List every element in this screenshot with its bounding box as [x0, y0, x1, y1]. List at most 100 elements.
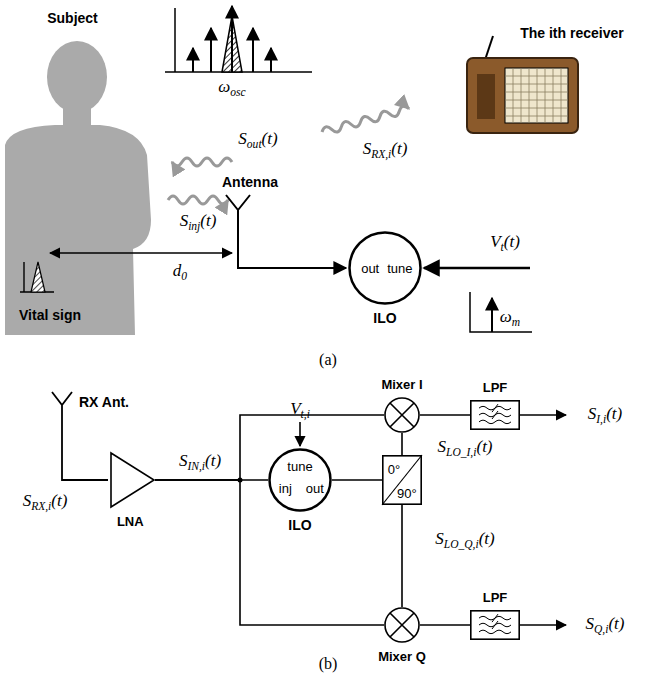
wave-injected — [168, 196, 228, 204]
tri-outline — [110, 452, 155, 508]
filter-slash — [492, 404, 498, 412]
signal-name: SQ,i(t) — [586, 614, 625, 633]
subscript: t,i — [301, 408, 310, 421]
wave-out — [172, 158, 232, 166]
label-holder: ωm — [500, 307, 520, 329]
label-holder: (a) — [319, 351, 337, 369]
symbol: S — [179, 451, 188, 470]
argument: (t) — [606, 404, 622, 423]
signal-wire — [155, 479, 268, 481]
node-label: LPF — [483, 380, 508, 395]
node-label: 90° — [397, 486, 417, 501]
lpf-outline — [470, 610, 520, 640]
mixer-circle — [385, 608, 419, 642]
label-holder: d0 — [173, 261, 187, 283]
signal-name: SLO_Q,i(t) — [435, 529, 495, 548]
text-holder: Mixer I — [381, 375, 422, 393]
label-holder: Sout(t) — [238, 129, 277, 151]
panel-label: (b) — [319, 655, 338, 672]
text-holder: out — [306, 479, 324, 497]
text-holder: 90° — [397, 484, 417, 502]
node-label: tune — [287, 459, 312, 474]
node-label: 0° — [388, 462, 400, 477]
subscript: IN,i — [187, 460, 205, 473]
signal-name: Sinj(t) — [180, 211, 217, 230]
signal-wire — [401, 433, 403, 455]
subscript: I,i — [596, 413, 606, 426]
spectrum-axis — [165, 8, 312, 72]
subscript: out — [247, 138, 262, 151]
argument: (t) — [608, 614, 624, 633]
label-holder: SRX,i(t) — [23, 491, 68, 513]
subject-silhouette: SubjectVital sign — [5, 5, 155, 335]
text-holder: ILO — [288, 516, 311, 534]
distance-arrow — [50, 252, 232, 254]
symbol: S — [180, 211, 189, 230]
signal-wire — [420, 624, 470, 626]
signal-wire — [401, 505, 403, 607]
signal-wire — [155, 480, 384, 625]
symbol: S — [363, 139, 372, 158]
filter-slash — [492, 411, 498, 419]
subscript: RX,i — [31, 500, 51, 513]
mixer-outline — [384, 607, 420, 643]
node-label: The ith receiver — [520, 25, 624, 41]
carrier-line — [231, 6, 233, 72]
argument: (t) — [391, 139, 407, 158]
node-label: out — [306, 481, 324, 496]
text-holder: LPF — [483, 588, 508, 606]
circle-outline — [268, 448, 332, 512]
mixer-cross — [390, 403, 414, 427]
low-pass-filter: LPF — [470, 610, 520, 640]
argument: (t) — [476, 437, 492, 456]
signal-name: Vt,i — [290, 399, 310, 418]
filter-wave — [479, 420, 511, 424]
symbol: ω — [218, 77, 230, 96]
part-name: Antenna — [222, 174, 278, 190]
subscript: LO_Q,i — [444, 538, 479, 551]
vital-sign-axis — [20, 262, 54, 292]
output-arrow — [520, 414, 566, 416]
subscript: t — [501, 241, 504, 254]
panel-label: (a) — [319, 351, 337, 368]
mixer-cross — [390, 613, 414, 637]
argument: (t) — [504, 232, 520, 251]
spectrum-axis — [470, 292, 532, 332]
label-holder: ωosc — [218, 77, 245, 99]
text-holder: ILO — [373, 309, 396, 327]
symbol: ω — [500, 307, 512, 326]
node-label: Mixer I — [381, 377, 422, 392]
tune-arrow — [424, 267, 530, 270]
label-holder: SI,i(t) — [588, 404, 623, 426]
radio-outline — [465, 50, 580, 135]
radio-knob-panel — [477, 74, 495, 119]
signal-name: Vt(t) — [490, 232, 520, 251]
signal-wire — [420, 414, 470, 416]
signal-wire — [155, 415, 384, 480]
lna-amplifier: LNA — [110, 452, 155, 508]
oscillator-circle — [270, 450, 331, 511]
mixer: Mixer Q — [384, 607, 420, 643]
filter-box — [471, 401, 519, 429]
argument: (t) — [205, 451, 221, 470]
label-holder: SIN,i(t) — [179, 451, 221, 473]
symbol: S — [23, 491, 32, 510]
symbol: S — [437, 437, 446, 456]
symbol: d — [173, 261, 182, 280]
splitter-diagonal — [382, 455, 422, 505]
label-holder: Vt,i — [290, 399, 310, 421]
filter-box — [471, 611, 519, 639]
subscript: LO_I,i — [446, 446, 476, 459]
filter-slash — [492, 621, 498, 629]
junction-dot — [238, 478, 243, 483]
signal-name: SLO_I,i(t) — [437, 437, 492, 456]
node-label: LNA — [117, 514, 144, 529]
argument: (t) — [479, 529, 495, 548]
text-holder: tune — [287, 457, 312, 475]
signal-name: SIN,i(t) — [179, 451, 221, 470]
argument: (t) — [51, 491, 67, 510]
signal-name: SRX,i(t) — [23, 491, 68, 510]
signal-name: SRX,i(t) — [363, 139, 408, 158]
radio-dial — [505, 68, 568, 123]
